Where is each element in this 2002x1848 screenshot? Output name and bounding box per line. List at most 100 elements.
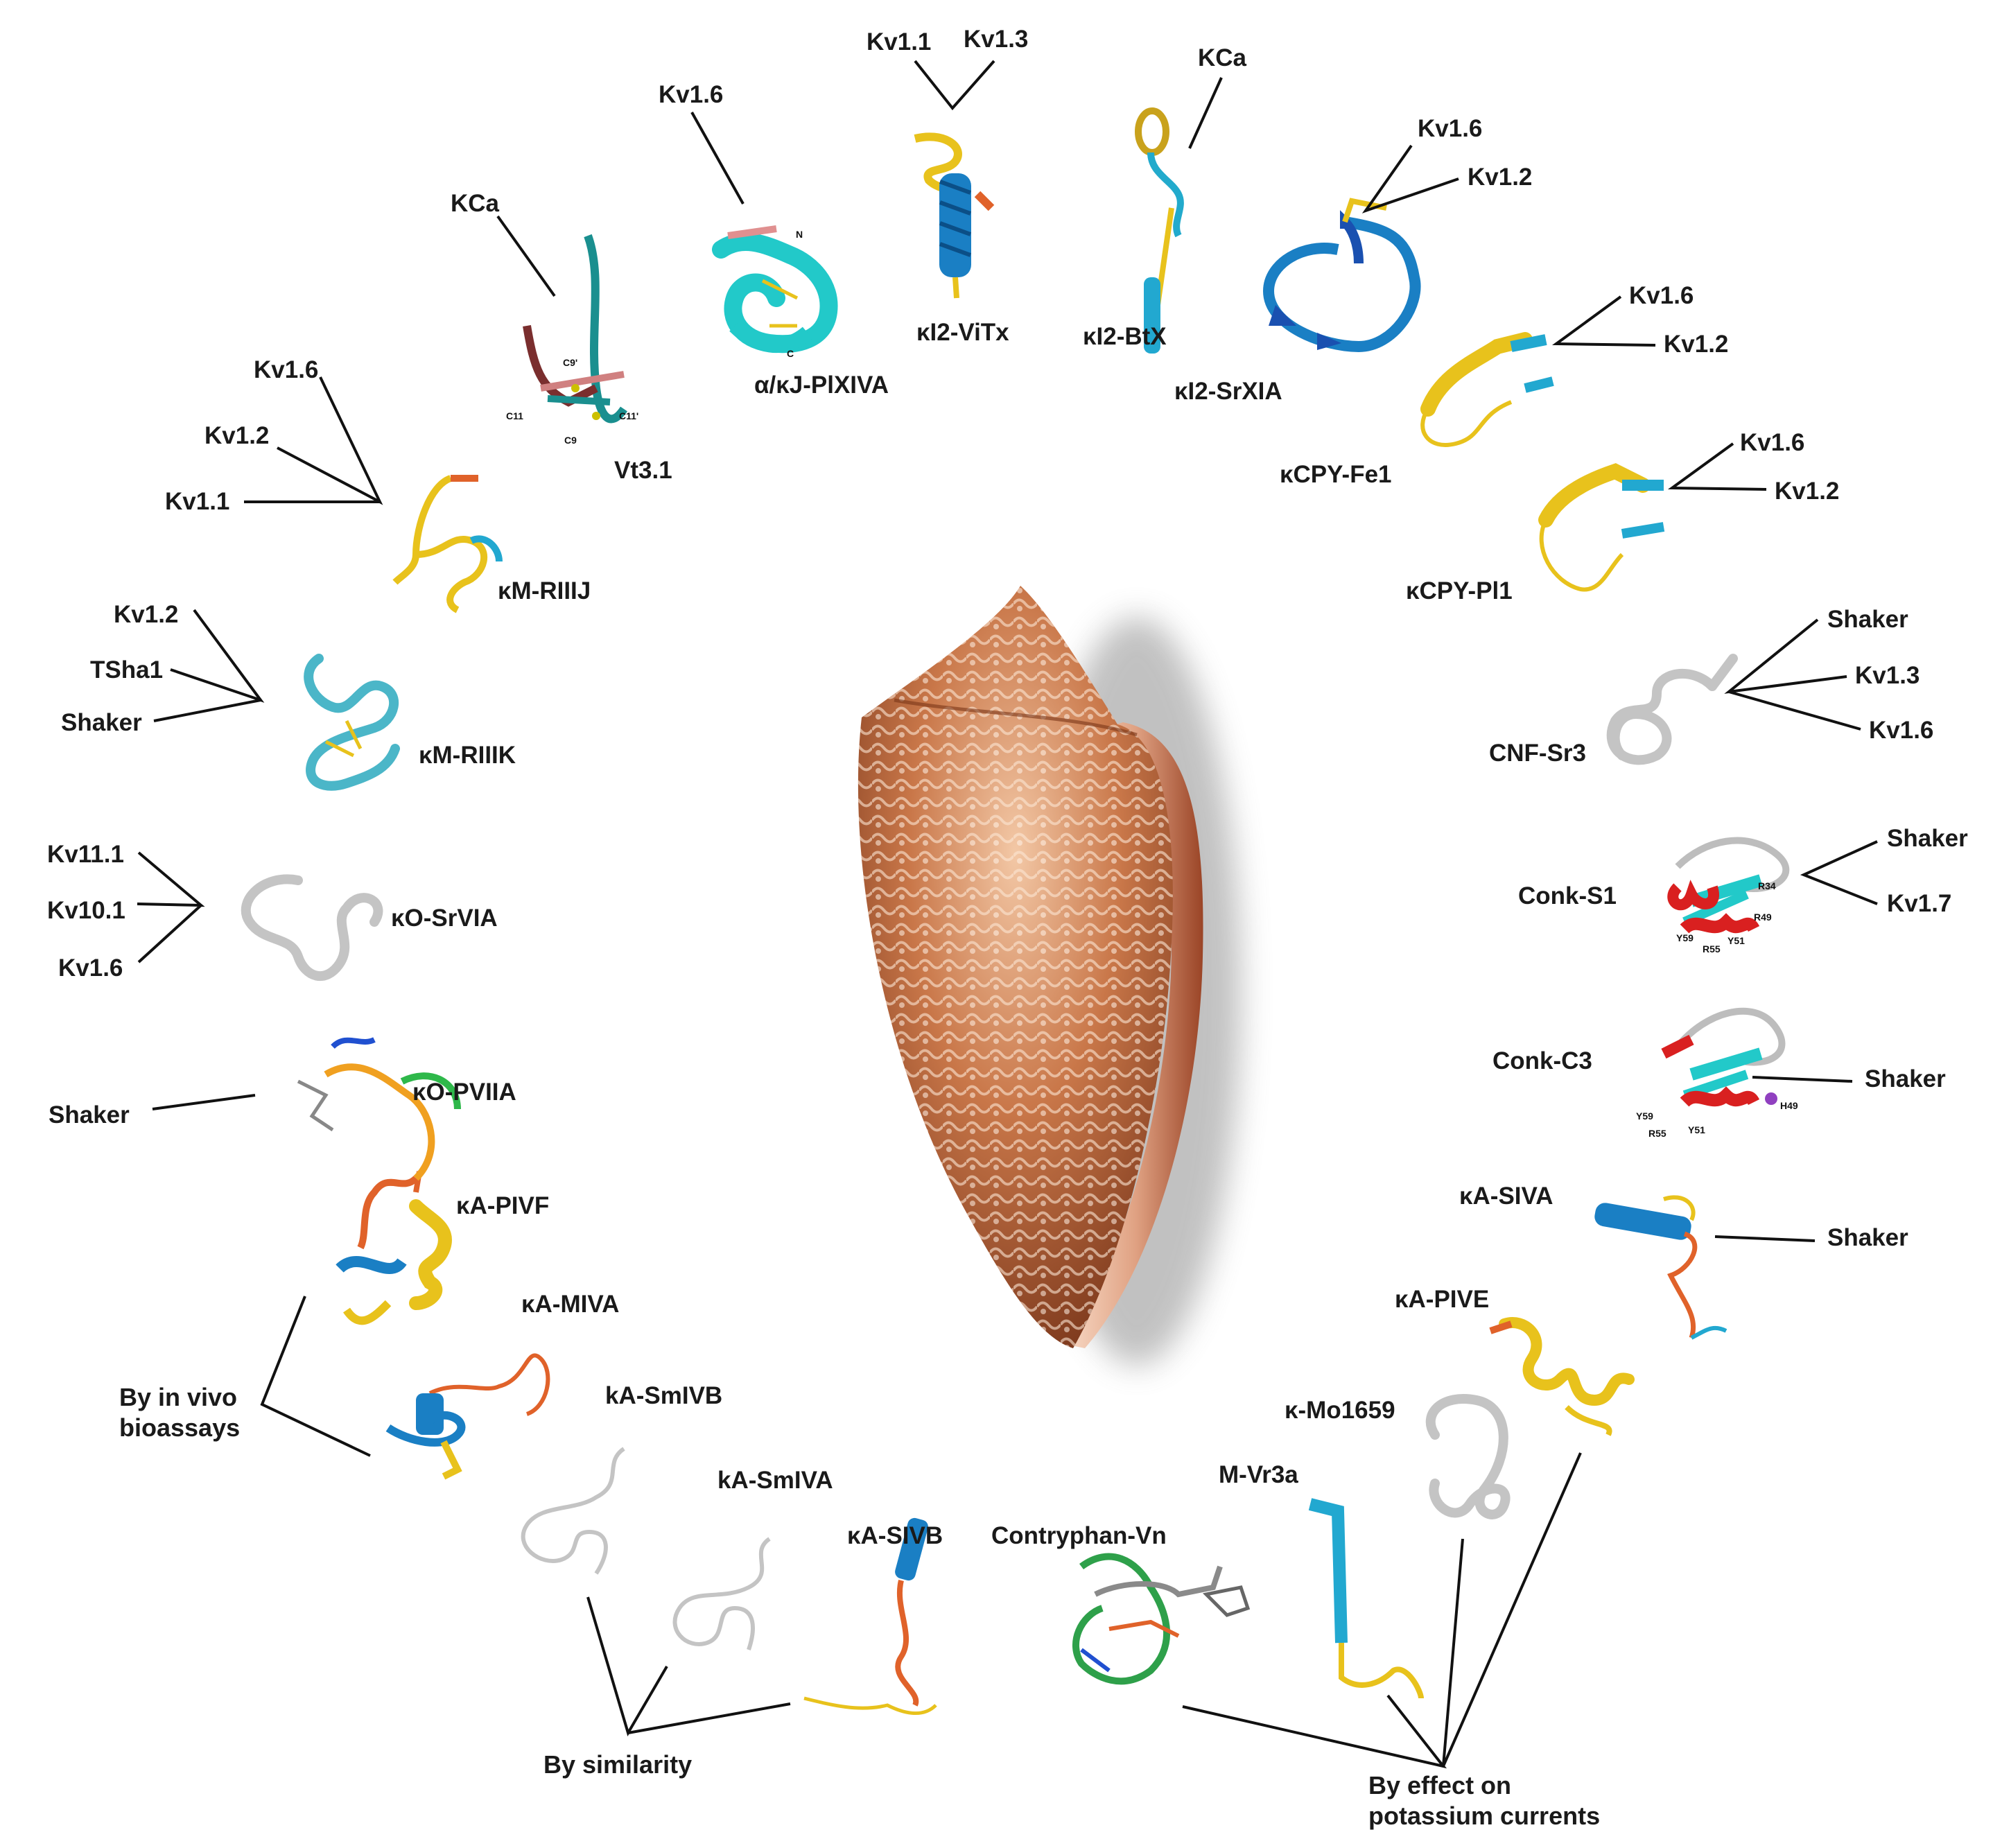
plxiva-terminal-label: C xyxy=(787,348,794,359)
vt31-residue-label: C11' xyxy=(619,410,638,421)
vt31-residue-label: C9 xyxy=(564,435,577,446)
vr3a-structure xyxy=(1308,1498,1424,1699)
riiik-target: Kv1.2 xyxy=(114,601,178,628)
leader-line xyxy=(137,851,205,964)
vt31-residue-label: C11 xyxy=(506,410,523,421)
conk-s1-structure: R34 R49 Y59 R55 Y51 xyxy=(1667,837,1790,954)
pive-structure xyxy=(1489,1317,1635,1436)
riiik-target: TSha1 xyxy=(90,656,163,683)
group-potassium-line2: potassium currents xyxy=(1368,1802,1600,1830)
pviia-label: κO-PVIIA xyxy=(412,1079,516,1106)
srxia-target: Kv1.2 xyxy=(1468,164,1532,191)
contryphan-vn-structure xyxy=(1072,1553,1251,1685)
leader-line xyxy=(496,215,556,297)
conk-s1-residue-label: R34 xyxy=(1758,880,1776,891)
plxiva-terminal-label: N xyxy=(796,229,803,240)
pviia-structure xyxy=(297,1037,461,1250)
pviia-target: Shaker xyxy=(49,1101,130,1128)
group-bioassays-line1: By in vivo xyxy=(119,1383,237,1411)
btx-structure xyxy=(1135,107,1184,354)
vr3a-label: M-Vr3a xyxy=(1219,1461,1298,1488)
conkc3-label: Conk-C3 xyxy=(1492,1047,1592,1074)
conk-c3-residue-label: R55 xyxy=(1648,1128,1666,1139)
riiij-target: Kv1.2 xyxy=(204,422,269,449)
conks1-target: Kv1.7 xyxy=(1887,890,1951,917)
srvia-label: κO-SrVIA xyxy=(391,905,498,932)
smivb-structure xyxy=(521,1447,625,1575)
riiij-target: Kv1.6 xyxy=(254,356,318,383)
vitx-target: Kv1.3 xyxy=(964,26,1028,53)
leader-line xyxy=(1752,1076,1853,1083)
pivf-label: κA-PIVF xyxy=(456,1192,549,1219)
riiik-label: κM-RIIIK xyxy=(419,742,516,769)
mo1659-label: κ-Mo1659 xyxy=(1285,1397,1395,1424)
group-bioassays-line2: bioassays xyxy=(119,1413,240,1442)
vitx-target: Kv1.1 xyxy=(867,28,931,55)
srvia-target: Kv11.1 xyxy=(47,841,124,868)
miva-structure xyxy=(385,1353,550,1480)
sivb-label: κA-SIVB xyxy=(847,1522,943,1549)
fe1-target: Kv1.2 xyxy=(1664,331,1728,358)
smiva-label: kA-SmIVA xyxy=(717,1467,833,1494)
conks1-label: Conk-S1 xyxy=(1518,882,1617,909)
miva-label: κA-MIVA xyxy=(521,1291,619,1318)
group-potassium: By effect on potassium currents xyxy=(1182,1452,1600,1830)
plxiva-label: α/κJ-PlXIVA xyxy=(754,372,889,399)
btx-target: KCa xyxy=(1198,44,1247,71)
conkc3-target: Shaker xyxy=(1865,1065,1946,1092)
riiik-structure xyxy=(304,654,400,791)
conk-s1-residue-label: R55 xyxy=(1703,943,1721,954)
leader-line xyxy=(586,1596,791,1737)
fe1-structure xyxy=(1420,332,1554,447)
siva-label: κA-SIVA xyxy=(1459,1183,1553,1210)
riiij-target: Kv1.1 xyxy=(165,488,229,515)
leader-line xyxy=(1800,840,1878,905)
mo1659-structure xyxy=(1425,1394,1511,1519)
cnf-sr3-structure xyxy=(1606,654,1738,765)
leader-line xyxy=(244,376,383,505)
pl1-target: Kv1.2 xyxy=(1775,478,1839,505)
srxia-structure xyxy=(1262,198,1421,353)
btx-label: κI2-BtX xyxy=(1083,323,1167,350)
srxia-label: κI2-SrXIA xyxy=(1174,378,1282,405)
cnf-target: Kv1.6 xyxy=(1869,717,1933,744)
group-bioassays: By in vivo bioassays xyxy=(119,1296,371,1457)
cnf-label: CNF-Sr3 xyxy=(1489,740,1586,767)
cnf-target: Shaker xyxy=(1827,606,1908,633)
smivb-label: kA-SmIVB xyxy=(605,1382,722,1409)
riiij-label: κM-RIIIJ xyxy=(498,577,591,604)
cnf-target: Kv1.3 xyxy=(1855,662,1920,689)
vn-label: Contryphan-Vn xyxy=(991,1522,1167,1549)
pivf-structure xyxy=(336,1171,452,1325)
sivb-structure xyxy=(803,1517,937,1716)
srvia-structure xyxy=(241,874,383,982)
fe1-label: κCPY-Fe1 xyxy=(1280,461,1392,488)
leader-line xyxy=(152,1094,256,1110)
conk-s1-residue-label: Y51 xyxy=(1727,935,1745,946)
vitx-label: κI2-ViTx xyxy=(916,319,1009,346)
conk-s1-residue-label: R49 xyxy=(1754,912,1772,923)
leader-line xyxy=(153,609,265,722)
plxiva-structure: N C xyxy=(712,225,838,359)
conk-s1-residue-label: Y59 xyxy=(1676,932,1694,943)
fe1-target: Kv1.6 xyxy=(1629,282,1694,309)
group-similarity-label: By similarity xyxy=(543,1750,692,1779)
siva-target: Shaker xyxy=(1827,1224,1908,1251)
srvia-target: Kv1.6 xyxy=(58,954,123,982)
pl1-label: κCPY-Pl1 xyxy=(1406,577,1513,604)
riiik-target: Shaker xyxy=(61,709,142,736)
conk-c3-structure: Y59 H49 R55 Y51 xyxy=(1636,1007,1798,1139)
pive-label: κA-PIVE xyxy=(1395,1286,1489,1313)
conks1-target: Shaker xyxy=(1887,825,1968,852)
siva-structure xyxy=(1594,1195,1727,1340)
vt31-target: KCa xyxy=(451,190,500,217)
plxiva-target: Kv1.6 xyxy=(659,81,723,108)
vitx-structure xyxy=(914,132,995,299)
pl1-structure xyxy=(1538,463,1665,592)
leader-line xyxy=(1361,144,1459,213)
riiij-structure xyxy=(392,475,503,613)
cone-shell-image xyxy=(858,586,1241,1366)
conk-c3-residue-label: Y51 xyxy=(1688,1124,1705,1135)
srxia-target: Kv1.6 xyxy=(1418,115,1482,142)
